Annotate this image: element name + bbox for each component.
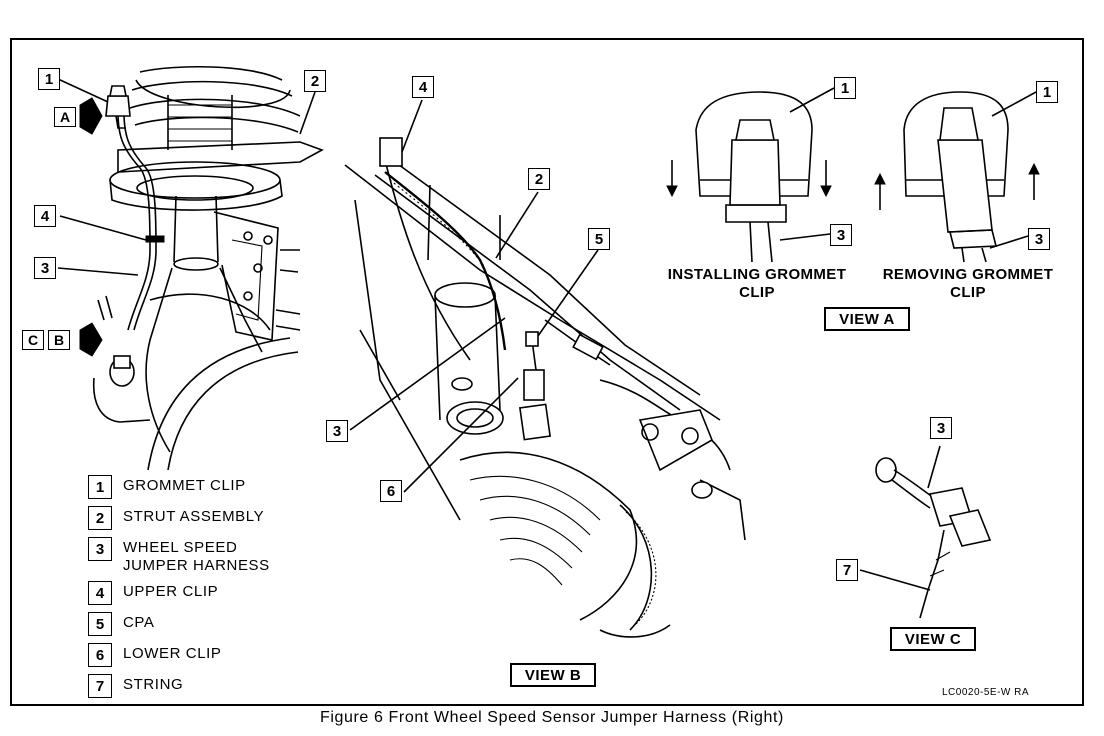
callout-main-2: 2 bbox=[304, 70, 326, 92]
legend-number: 7 bbox=[88, 674, 112, 698]
callout-viewb-4: 4 bbox=[412, 76, 434, 98]
callout-viewc-7: 7 bbox=[836, 559, 858, 581]
legend-text: GROMMET CLIP bbox=[123, 477, 246, 494]
view-arrow-c: C bbox=[22, 330, 44, 350]
view-a-illustration bbox=[666, 87, 1040, 263]
legend-row: 2 STRUT ASSEMBLY bbox=[88, 503, 308, 534]
removing-grommet-caption: REMOVING GROMMET CLIP bbox=[882, 266, 1054, 301]
callout-viewb-2: 2 bbox=[528, 168, 550, 190]
legend-row: 1 GROMMET CLIP bbox=[88, 472, 308, 503]
installing-grommet-caption: INSTALLING GROMMET CLIP bbox=[667, 266, 847, 301]
callout-viewb-5: 5 bbox=[588, 228, 610, 250]
legend-row: 5 CPA bbox=[88, 609, 308, 640]
callout-main-4: 4 bbox=[34, 205, 56, 227]
view-a-label: VIEW A bbox=[824, 307, 910, 331]
strut-illustration bbox=[57, 65, 324, 471]
legend-number: 2 bbox=[88, 506, 112, 530]
legend-number: 1 bbox=[88, 475, 112, 499]
view-b-illustration bbox=[344, 99, 746, 638]
legend-number: 5 bbox=[88, 612, 112, 636]
callout-viewa-left-1: 1 bbox=[834, 77, 856, 99]
view-c-illustration bbox=[859, 445, 992, 619]
legend-row: 4 UPPER CLIP bbox=[88, 578, 308, 609]
view-arrow-b: B bbox=[48, 330, 70, 350]
legend-text: STRING bbox=[123, 676, 184, 693]
view-arrow-a: A bbox=[54, 107, 76, 127]
drawing-code: LC0020-5E-W RA bbox=[942, 687, 1030, 698]
legend-text: STRUT ASSEMBLY bbox=[123, 508, 265, 525]
legend-text: UPPER CLIP bbox=[123, 583, 219, 600]
legend-text: WHEEL SPEED JUMPER HARNESS bbox=[123, 539, 270, 574]
legend-row: 6 LOWER CLIP bbox=[88, 640, 308, 671]
callout-viewa-left-3: 3 bbox=[830, 224, 852, 246]
callout-viewb-6: 6 bbox=[380, 480, 402, 502]
legend-number: 6 bbox=[88, 643, 112, 667]
legend-text: CPA bbox=[123, 614, 155, 631]
view-c-label: VIEW C bbox=[890, 627, 976, 651]
callout-main-1: 1 bbox=[38, 68, 60, 90]
legend: 1 GROMMET CLIP 2 STRUT ASSEMBLY 3 WHEEL … bbox=[88, 472, 308, 702]
callout-viewc-3: 3 bbox=[930, 417, 952, 439]
legend-row: 7 STRING bbox=[88, 671, 308, 702]
legend-number: 4 bbox=[88, 581, 112, 605]
figure-caption: Figure 6 Front Wheel Speed Sensor Jumper… bbox=[319, 709, 784, 726]
figure-frame bbox=[10, 38, 1084, 706]
callout-viewa-right-3: 3 bbox=[1028, 228, 1050, 250]
legend-number: 3 bbox=[88, 537, 112, 561]
callout-main-3: 3 bbox=[34, 257, 56, 279]
callout-viewa-right-1: 1 bbox=[1036, 81, 1058, 103]
callout-viewb-3: 3 bbox=[326, 420, 348, 442]
legend-row: 3 WHEEL SPEED JUMPER HARNESS bbox=[88, 534, 308, 578]
view-b-label: VIEW B bbox=[510, 663, 596, 687]
legend-text: LOWER CLIP bbox=[123, 645, 222, 662]
